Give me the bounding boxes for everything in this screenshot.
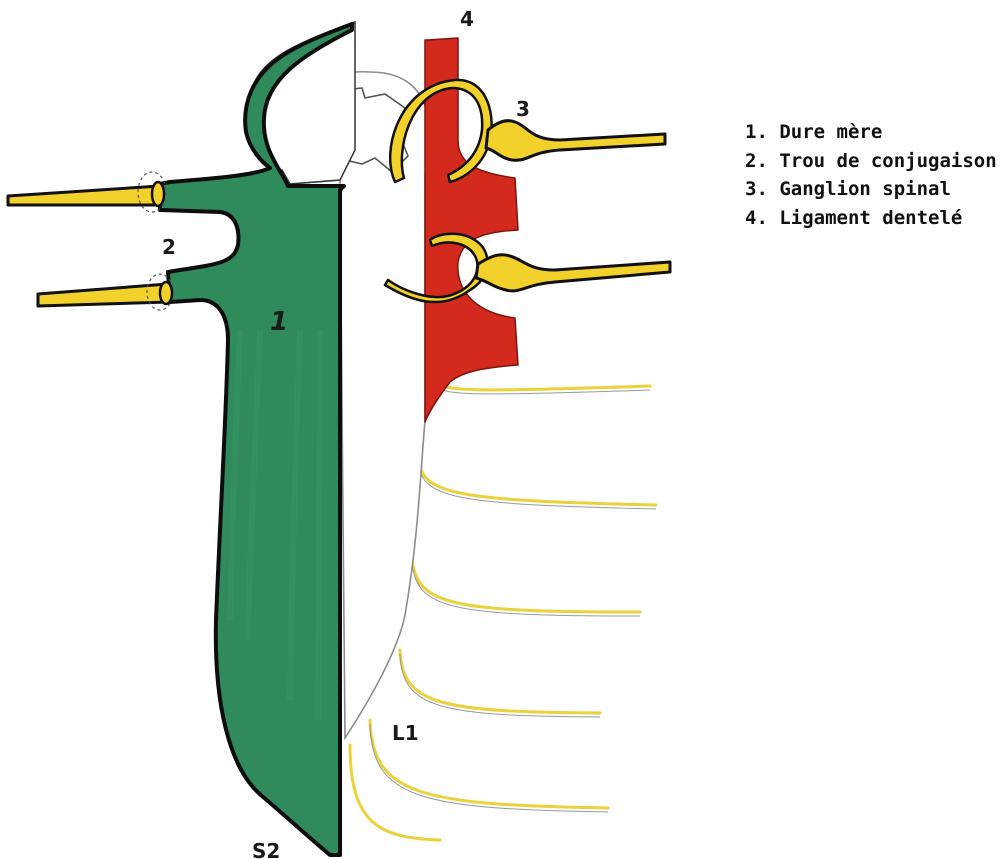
nerve-rootlet [400,650,600,713]
nerve-rootlet [418,455,656,505]
label-foramen: 2 [162,235,176,259]
legend-text: Dure mère [779,121,882,143]
legend-number: 3. [745,178,768,200]
legend-text: Ligament dentelé [779,207,962,229]
label-ligament: 4 [460,7,474,31]
nerve-rootlet [435,380,650,390]
left-nerves [8,172,173,310]
label-ganglion: 3 [516,97,530,121]
label-dura: 1 [270,307,288,337]
legend-number: 4. [745,207,768,229]
legend-item-foramen: 2. Trou de conjugaison [745,147,997,176]
legend-text: Trou de conjugaison [779,150,996,172]
dura-mater [160,22,355,855]
label-lumbar: L1 [392,721,419,745]
legend: 1. Dure mère 2. Trou de conjugaison 3. G… [745,118,997,232]
legend-item-dura: 1. Dure mère [745,118,997,147]
legend-item-ligament: 4. Ligament dentelé [745,204,997,233]
label-sacral: S2 [252,839,280,859]
legend-number: 1. [745,121,768,143]
legend-item-ganglion: 3. Ganglion spinal [745,175,997,204]
legend-text: Ganglion spinal [779,178,951,200]
legend-number: 2. [745,150,768,172]
